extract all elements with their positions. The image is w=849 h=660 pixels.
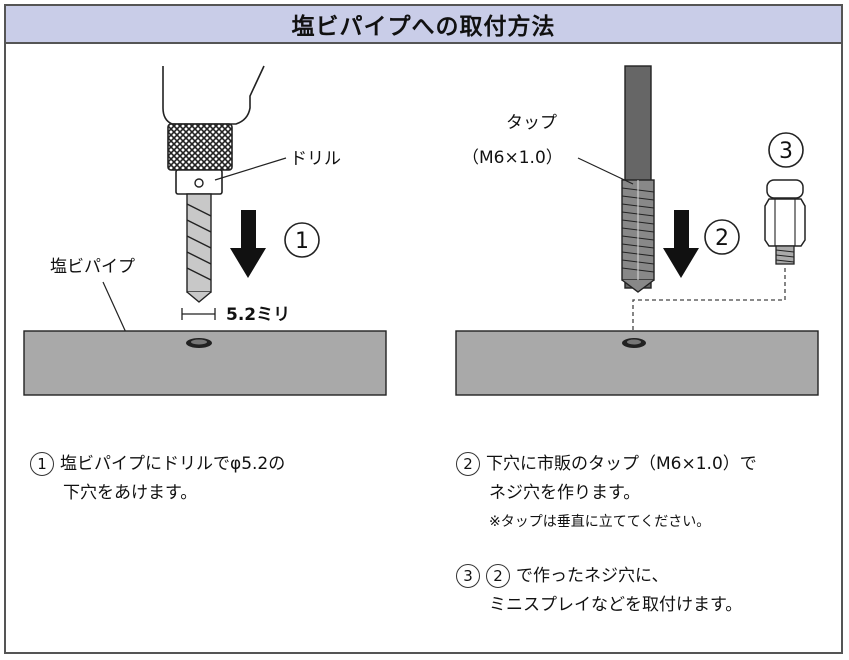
- instruction-step-2: 2 下穴に市販のタップ（M6×1.0）で ネジ穴を作ります。 ※タップは垂直に立て…: [456, 450, 757, 536]
- instruction-3-line-2: ミニスプレイなどを取付けます。: [489, 595, 743, 615]
- tap-spec-label: （M6×1.0）: [462, 148, 563, 168]
- step-circle-1: [284, 222, 320, 258]
- page-title: 塩ビパイプへの取付方法: [291, 14, 556, 40]
- instruction-2-line-1: 下穴に市販のタップ（M6×1.0）で: [486, 454, 757, 474]
- tap-leader-line: [577, 157, 634, 185]
- dimension-label: 5.2ミリ: [226, 305, 290, 325]
- drill-chuck: [167, 123, 233, 171]
- drill-leader-line: [214, 157, 287, 181]
- instruction-3-ref: 2: [486, 564, 510, 588]
- drill-label: ドリル: [290, 149, 341, 169]
- drill-illustration: [162, 65, 265, 303]
- instruction-number-2: 2: [456, 452, 480, 476]
- instruction-2-note: ※タップは垂直に立ててください。: [489, 514, 711, 530]
- drill-bit: [186, 193, 212, 293]
- instruction-3-line-1: で作ったネジ穴に、: [516, 566, 669, 586]
- step-circle-2: [704, 219, 740, 255]
- diagram-frame: 塩ビパイプへの取付方法: [4, 4, 843, 654]
- step-number-3: 3: [779, 139, 793, 164]
- down-arrow-1: [230, 210, 266, 278]
- instruction-2-line-2: ネジ穴を作ります。: [489, 483, 641, 503]
- tap-name-label: タップ: [506, 113, 557, 133]
- instruction-1-line-1: 塩ビパイプにドリルでφ5.2の: [60, 454, 286, 474]
- title-bar: 塩ビパイプへの取付方法: [6, 6, 841, 44]
- pipe-leader-line: [102, 281, 129, 338]
- drill-body: [162, 65, 265, 125]
- instruction-step-1: 1 塩ビパイプにドリルでφ5.2の 下穴をあけます。: [30, 450, 285, 508]
- step-number-2: 2: [715, 226, 729, 251]
- instruction-number-3: 3: [456, 564, 480, 588]
- step-circle-3: [768, 132, 804, 168]
- fitting-guide-line: [632, 268, 786, 338]
- instruction-1-line-2: 下穴をあけます。: [63, 483, 198, 503]
- instruction-number-1: 1: [30, 452, 54, 476]
- pipe-label: 塩ビパイプ: [50, 257, 135, 277]
- down-arrow-2: [663, 210, 699, 278]
- tap-illustration: [621, 65, 655, 293]
- mini-spray-fitting: [764, 179, 806, 265]
- step-number-1: 1: [295, 229, 309, 254]
